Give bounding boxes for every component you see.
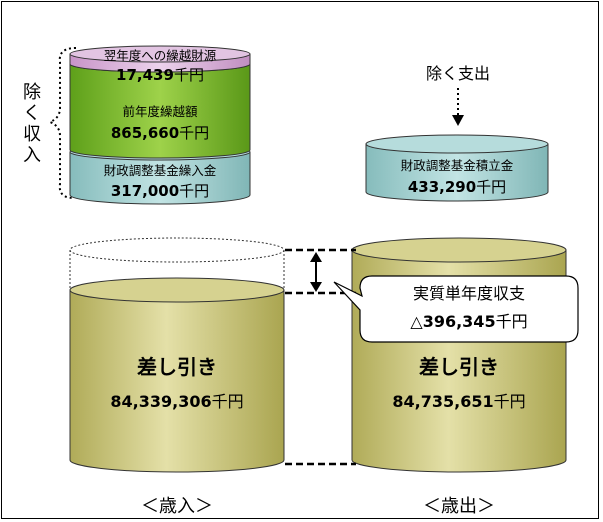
callout-title: 実質単年度収支 [412,284,525,303]
revenue-cylinder [69,237,285,473]
revenue-side-label: ＜歳入＞ [141,496,213,517]
callout-bubble [333,275,579,343]
expenditure-layer [365,134,549,202]
revenue-layer-1-value: 17,439千円 [116,66,204,84]
revenue-layer-3-value: 317,000千円 [110,182,210,200]
expenditure-layer-value: 433,290千円 [407,178,507,196]
expenditure-side-label: ＜歳出＞ [423,496,495,517]
revenue-layer-2-value: 865,660千円 [110,124,210,142]
expenditure-layer-name: 財政調整基金積立金 [400,158,514,173]
difference-arrow [310,252,322,292]
expenditure-arrow-label: 除く支出 [425,64,490,83]
revenue-bracket-label: 除く収入 [23,82,41,166]
revenue-main-name: 差し引き [137,355,217,379]
revenue-layer-2-name: 前年度繰越額 [122,104,198,119]
revenue-layer-stack [69,45,251,205]
callout-value: △396,345千円 [410,312,528,331]
expenditure-main-value: 84,735,651千円 [392,392,526,411]
revenue-main-value: 84,339,306千円 [110,392,244,411]
expenditure-main-name: 差し引き [419,355,499,379]
revenue-layer-1-name: 翌年度への繰越財源 [103,48,217,63]
revenue-bracket [47,47,77,199]
revenue-layer-3-name: 財政調整基金繰入金 [103,163,217,178]
